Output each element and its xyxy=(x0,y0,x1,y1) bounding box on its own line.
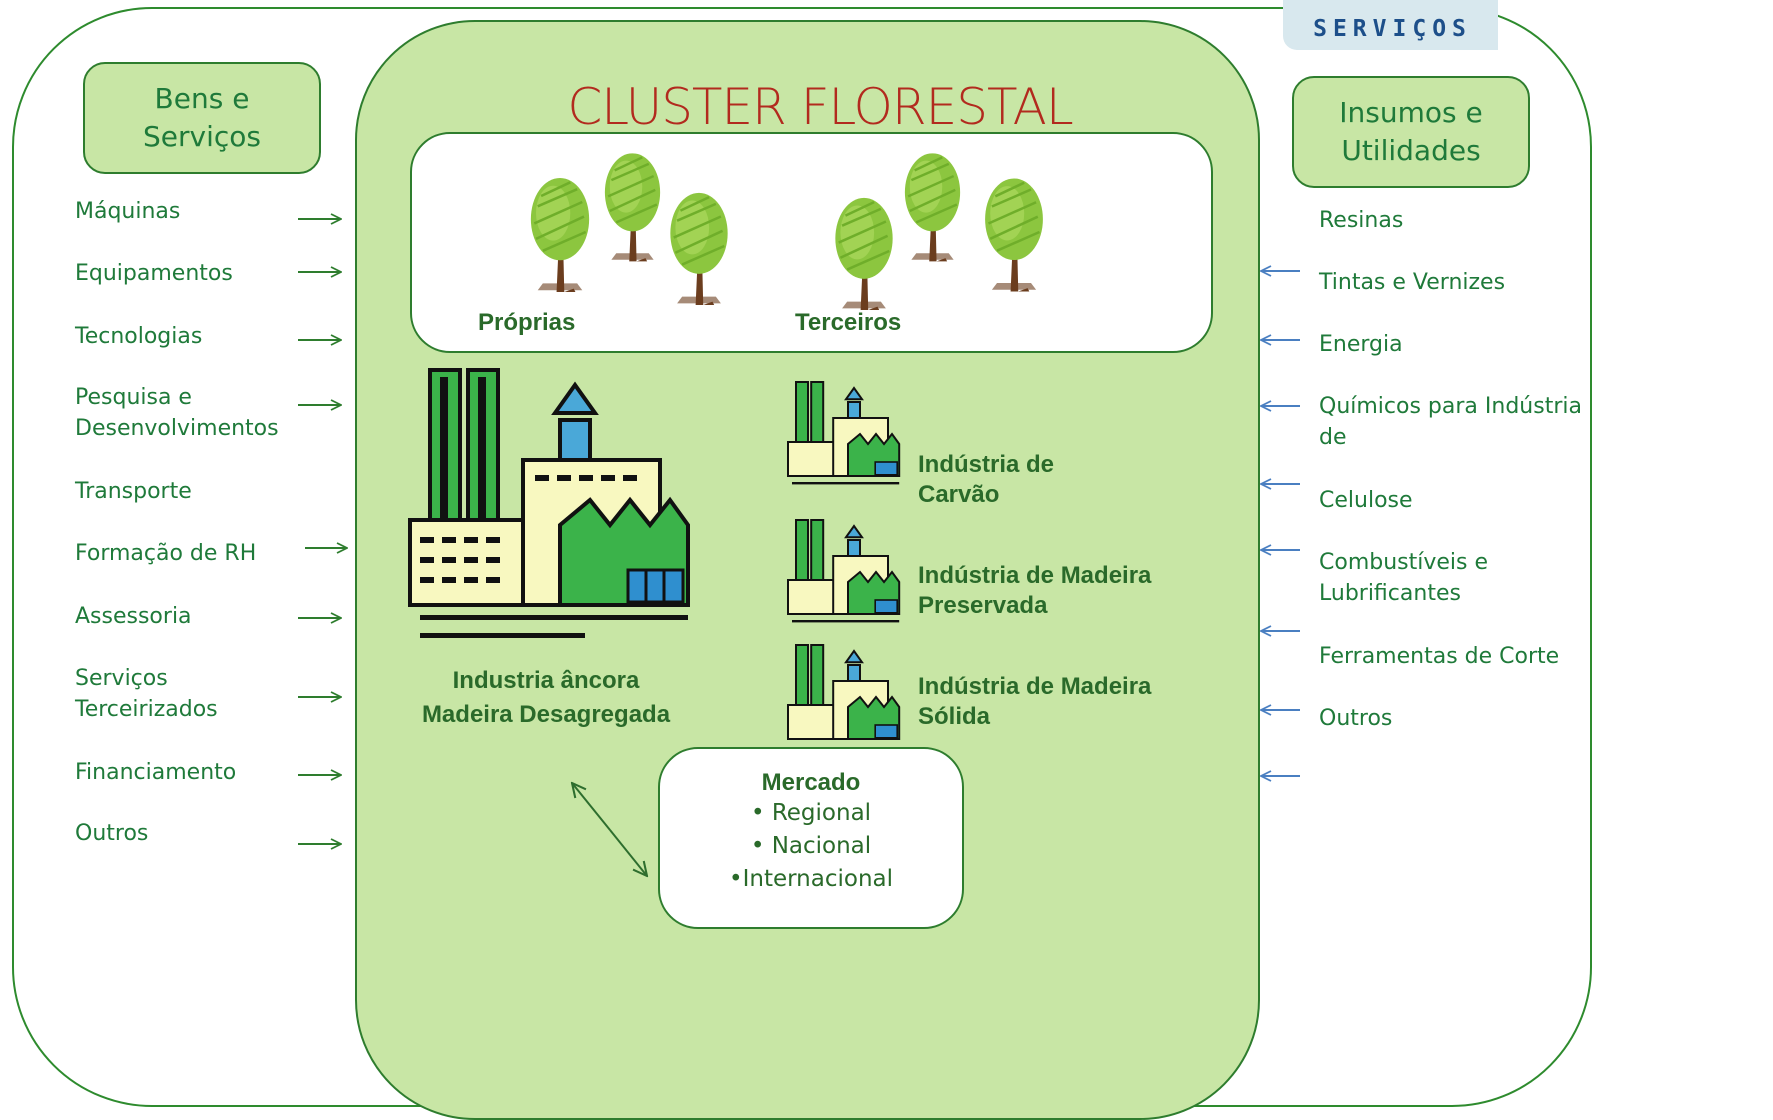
right-item: Ferramentas de Corte xyxy=(1319,641,1559,672)
industry-line1: Indústria de xyxy=(918,451,1055,478)
right-item-line1: Outros xyxy=(1319,706,1393,731)
tree-icon xyxy=(834,196,894,310)
right-item: Energia xyxy=(1319,329,1403,360)
right-item-line1: Químicos para Indústria xyxy=(1319,394,1582,419)
left-item: Pesquisa e Desenvolvimentos xyxy=(75,382,279,444)
left-arrows xyxy=(298,219,347,844)
left-item-line1: Máquinas xyxy=(75,199,181,224)
insumos-utilidades-line2: Utilidades xyxy=(1341,134,1481,167)
left-item: Equipamentos xyxy=(75,258,233,289)
bens-servicos-box: Bens e Serviços xyxy=(83,62,321,174)
left-item-line1: Pesquisa e xyxy=(75,385,192,410)
factory-icon xyxy=(787,519,901,623)
factory-icon xyxy=(408,368,690,638)
factory-icon xyxy=(787,381,901,485)
factory-icon xyxy=(787,644,901,741)
left-item-line1: Serviços xyxy=(75,666,168,691)
industry-line2: Carvão xyxy=(918,481,1000,508)
market-item-label: Internacional xyxy=(742,866,893,892)
right-item: Químicos para Indústria de xyxy=(1319,391,1582,453)
tree-icon xyxy=(529,176,591,292)
anchor-line2: Madeira Desagregada xyxy=(421,701,671,728)
right-item: Combustíveis e Lubrificantes xyxy=(1319,547,1488,609)
right-item: Resinas xyxy=(1319,205,1403,236)
right-item-line1: Resinas xyxy=(1319,208,1404,233)
right-arrows xyxy=(1261,271,1300,776)
tree-icon xyxy=(603,152,662,262)
left-item-line1: Financiamento xyxy=(75,760,237,785)
right-item-line2: de xyxy=(1319,425,1347,450)
bens-servicos-line1: Bens e xyxy=(154,82,250,115)
logo-text: SERVIÇOS xyxy=(1313,16,1472,42)
logo xyxy=(1283,0,1498,50)
double-arrow-icon xyxy=(572,783,611,831)
industry-line2: Preservada xyxy=(918,592,1048,619)
left-item: Outros xyxy=(75,818,148,849)
tree-icon xyxy=(983,177,1045,292)
left-item: Transporte xyxy=(75,476,192,507)
market-item: • Nacional xyxy=(750,833,872,859)
left-item-line1: Outros xyxy=(75,821,149,846)
arrows-layer xyxy=(298,0,1300,1071)
left-item-line1: Equipamentos xyxy=(75,261,233,286)
right-item-line1: Tintas e Vernizes xyxy=(1319,270,1506,295)
market-item-label: Regional xyxy=(771,800,872,826)
double-arrow-icon xyxy=(609,829,647,876)
market-item: •Internacional xyxy=(729,866,893,892)
left-item-line1: Tecnologias xyxy=(75,324,203,349)
left-item: Financiamento xyxy=(75,757,236,788)
right-item-line1: Ferramentas de Corte xyxy=(1319,644,1560,669)
right-item: Celulose xyxy=(1319,485,1413,516)
cluster-title: CLUSTER FLORESTAL xyxy=(567,78,1073,136)
industry-line1: Indústria de Madeira xyxy=(918,562,1152,589)
left-item: Tecnologias xyxy=(75,321,202,352)
market-item: • Regional xyxy=(750,800,872,826)
right-item: Tintas e Vernizes xyxy=(1319,267,1505,298)
forest-own-label: Próprias xyxy=(478,309,576,336)
left-item: Formação de RH xyxy=(75,538,256,569)
industry-label: Indústria de Carvão xyxy=(918,450,1054,510)
industry-line2: Sólida xyxy=(918,703,991,730)
right-item-line1: Energia xyxy=(1319,332,1403,357)
industry-label: Indústria de Madeira Preservada xyxy=(918,561,1151,621)
anchor-line1: Industria âncora xyxy=(452,667,640,694)
market-item-label: Nacional xyxy=(771,833,872,859)
right-item-line2: Lubrificantes xyxy=(1319,581,1461,606)
left-item-line2: Desenvolvimentos xyxy=(75,416,279,441)
forest-third-label: Terceiros xyxy=(795,309,902,336)
left-item-line1: Assessoria xyxy=(75,604,192,629)
industry-line1: Indústria de Madeira xyxy=(918,673,1152,700)
left-item-line2: Terceirizados xyxy=(75,697,218,722)
left-item-line1: Transporte xyxy=(75,479,192,504)
bens-servicos-line2: Serviços xyxy=(143,120,261,153)
left-item: Assessoria xyxy=(75,601,192,632)
left-item: Máquinas xyxy=(75,196,180,227)
insumos-utilidades-box: Insumos e Utilidades xyxy=(1292,76,1530,188)
left-item-line1: Formação de RH xyxy=(75,541,257,566)
market-title: Mercado xyxy=(761,769,861,796)
tree-icon xyxy=(669,191,729,305)
anchor-label: Industria âncora Madeira Desagregada xyxy=(420,664,672,732)
industry-label: Indústria de Madeira Sólida xyxy=(918,672,1151,732)
insumos-utilidades-line1: Insumos e xyxy=(1339,96,1483,129)
right-item-line1: Celulose xyxy=(1319,488,1413,513)
market-box: Mercado • Regional • Nacional •Internaci… xyxy=(658,747,964,929)
tree-icon xyxy=(903,152,962,262)
right-item: Outros xyxy=(1319,703,1392,734)
right-item-line1: Combustíveis e xyxy=(1319,550,1489,575)
